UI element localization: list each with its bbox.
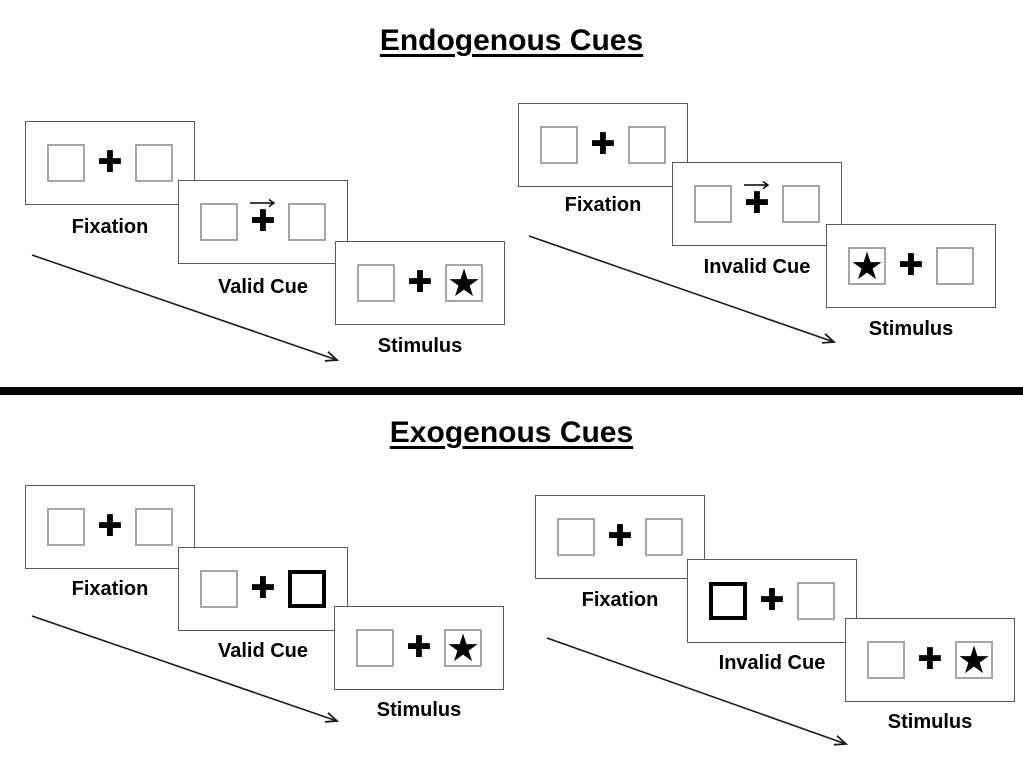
target-box-right: ★	[444, 629, 482, 667]
fixation-cross-icon: ✚	[250, 571, 276, 606]
target-box-right: ★	[955, 641, 993, 679]
fixation-cross-icon: ✚	[250, 204, 276, 239]
fixation-cross-icon: ✚	[917, 642, 943, 677]
frame-fixation: ✚	[535, 495, 705, 579]
fixation-point: ✚	[250, 198, 276, 239]
frame-label: Valid Cue	[217, 276, 309, 298]
timeline-arrow	[546, 637, 849, 746]
fixation-cross-icon: ✚	[406, 630, 432, 665]
section-title-endogenous: Endogenous Cues	[379, 24, 644, 57]
frame-fixation: ✚	[25, 485, 195, 569]
placeholder-box-left	[357, 264, 395, 302]
section-title-exogenous: Exogenous Cues	[389, 416, 634, 449]
fixation-point: ✚	[590, 130, 616, 160]
frame-label: Fixation	[71, 578, 149, 600]
frame-label: Valid Cue	[217, 640, 309, 662]
placeholder-box-left	[694, 185, 732, 223]
placeholder-box-right	[135, 144, 173, 182]
placeholder-box-left	[867, 641, 905, 679]
placeholder-box-left	[200, 570, 238, 608]
star-stimulus-icon: ★	[445, 626, 481, 670]
timeline-arrow	[31, 254, 340, 362]
fixation-cross-icon: ✚	[97, 509, 123, 544]
target-box-right: ★	[445, 264, 483, 302]
frame-stimulus: ✚ ★	[335, 241, 505, 325]
cue-highlight-box-right	[288, 570, 326, 608]
fixation-point: ✚	[898, 251, 924, 281]
placeholder-box-left	[47, 508, 85, 546]
fixation-point: ✚	[759, 586, 785, 616]
frame-label: Fixation	[71, 216, 149, 238]
fixation-point: ✚	[97, 512, 123, 542]
cue-arrow-icon	[744, 180, 770, 190]
placeholder-box-right	[135, 508, 173, 546]
frame-label: Stimulus	[377, 335, 463, 357]
placeholder-box-right	[645, 518, 683, 556]
star-stimulus-icon: ★	[446, 261, 482, 305]
frame-label: Invalid Cue	[718, 652, 826, 674]
placeholder-box-left	[47, 144, 85, 182]
placeholder-box-left	[356, 629, 394, 667]
fixation-point: ✚	[406, 633, 432, 663]
fixation-cross-icon: ✚	[590, 127, 616, 162]
cue-highlight-box-left	[709, 582, 747, 620]
fixation-point: ✚	[407, 268, 433, 298]
frame-stimulus: ★ ✚	[826, 224, 996, 308]
frame-valid-cue: ✚	[178, 547, 348, 631]
placeholder-box-left	[200, 203, 238, 241]
fixation-point: ✚	[607, 522, 633, 552]
timeline-arrow	[528, 235, 837, 344]
placeholder-box-right	[288, 203, 326, 241]
fixation-point: ✚	[744, 180, 770, 221]
placeholder-box-left	[540, 126, 578, 164]
fixation-point: ✚	[250, 574, 276, 604]
section-divider	[0, 387, 1023, 395]
timeline-arrow	[31, 615, 340, 723]
fixation-cross-icon: ✚	[898, 248, 924, 283]
frame-label: Invalid Cue	[703, 256, 811, 278]
frame-stimulus: ✚ ★	[334, 606, 504, 690]
placeholder-box-right	[797, 582, 835, 620]
frame-label: Stimulus	[887, 711, 973, 733]
frame-fixation: ✚	[518, 103, 688, 187]
frame-invalid-cue: ✚	[687, 559, 857, 643]
frame-label: Stimulus	[376, 699, 462, 721]
fixation-cross-icon: ✚	[97, 145, 123, 180]
star-stimulus-icon: ★	[849, 244, 885, 288]
fixation-cross-icon: ✚	[759, 583, 785, 618]
placeholder-box-right	[936, 247, 974, 285]
frame-valid-cue: ✚	[178, 180, 348, 264]
star-stimulus-icon: ★	[956, 638, 992, 682]
fixation-point: ✚	[917, 645, 943, 675]
frame-invalid-cue: ✚	[672, 162, 842, 246]
frame-label: Fixation	[581, 589, 659, 611]
placeholder-box-right	[782, 185, 820, 223]
target-box-left: ★	[848, 247, 886, 285]
frame-fixation: ✚	[25, 121, 195, 205]
frame-stimulus: ✚ ★	[845, 618, 1015, 702]
fixation-cross-icon: ✚	[407, 265, 433, 300]
fixation-cross-icon: ✚	[744, 186, 770, 221]
fixation-point: ✚	[97, 148, 123, 178]
fixation-cross-icon: ✚	[607, 519, 633, 554]
frame-label: Stimulus	[868, 318, 954, 340]
placeholder-box-right	[628, 126, 666, 164]
frame-label: Fixation	[564, 194, 642, 216]
placeholder-box-left	[557, 518, 595, 556]
cue-arrow-icon	[250, 198, 276, 208]
